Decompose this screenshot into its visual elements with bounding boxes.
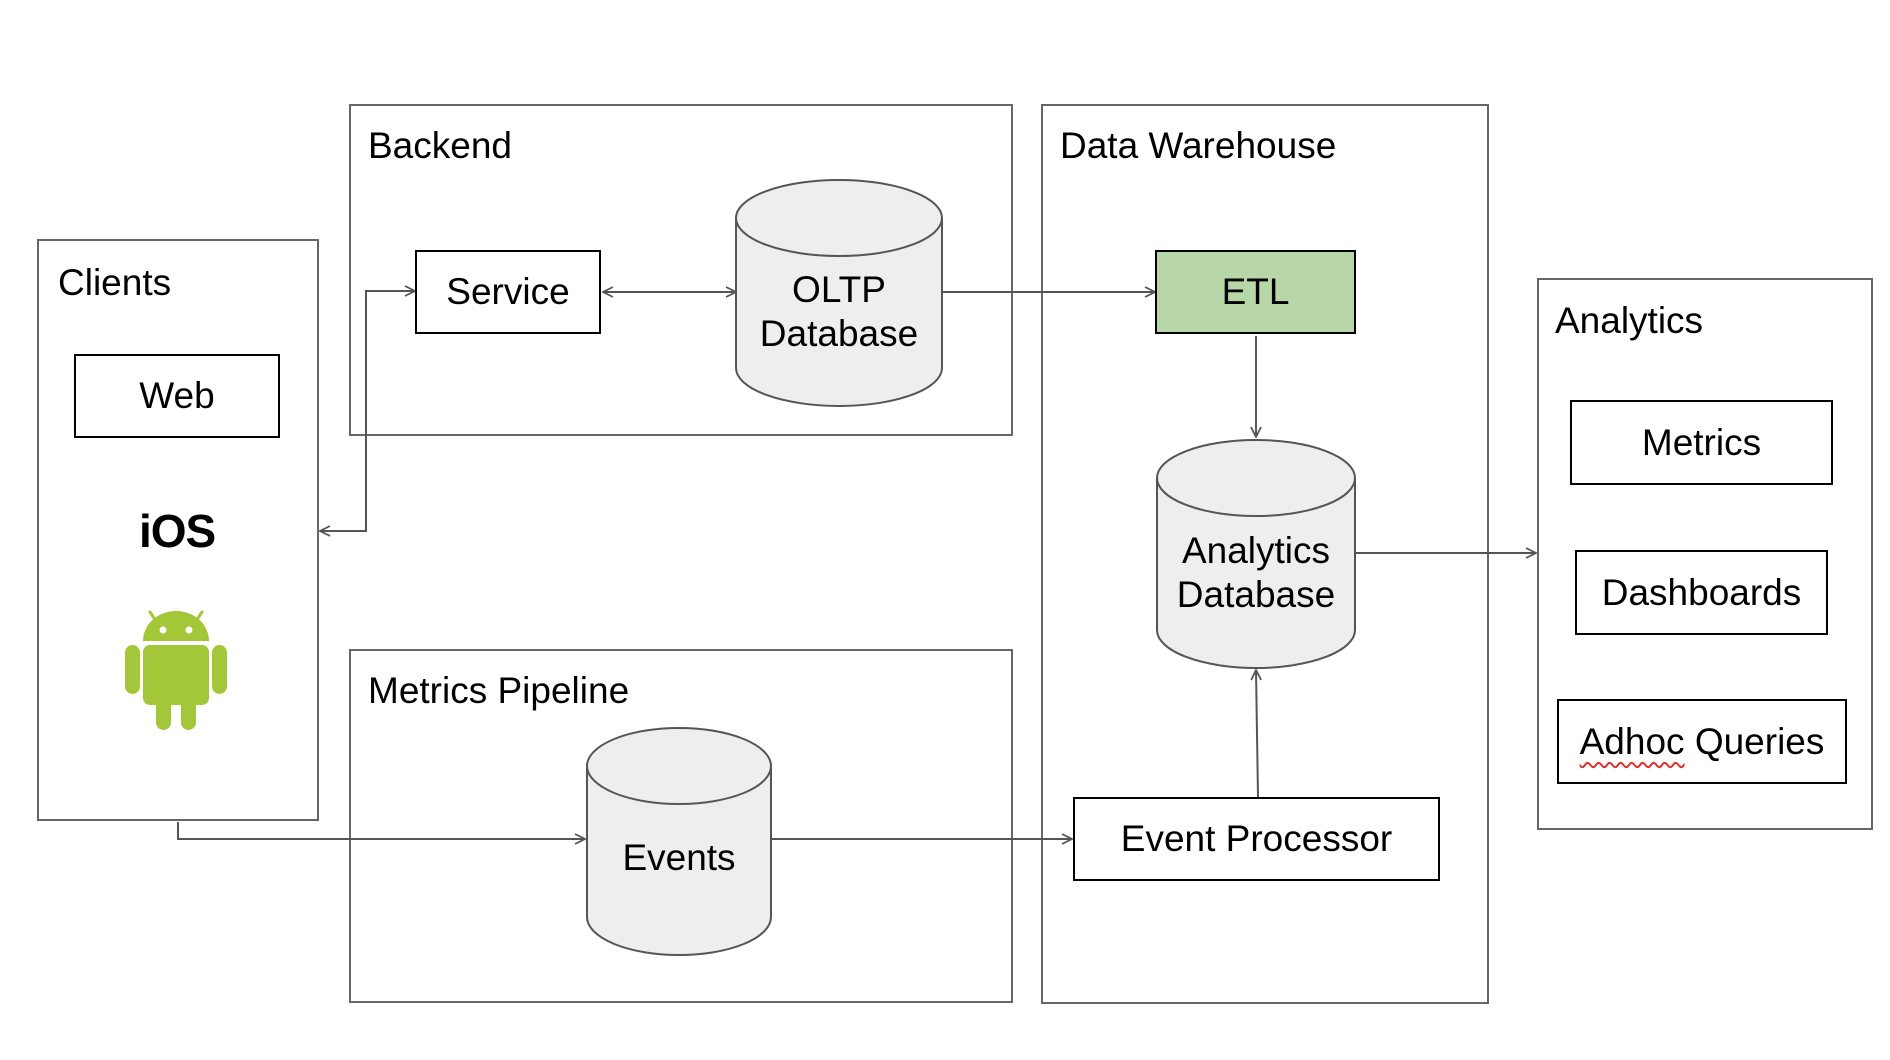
etl-label: ETL (1221, 271, 1290, 312)
analytics-db-label-line2: Database (1176, 574, 1336, 615)
queries-word: Queries (1694, 720, 1825, 762)
web-label: Web (139, 375, 215, 416)
dashboards-label: Dashboards (1601, 571, 1802, 613)
backend-group (349, 104, 1013, 436)
oltp-database-label: OLTP Database (739, 268, 939, 356)
oltp-database-cylinder (735, 179, 943, 407)
ios-label: iOS (139, 505, 216, 557)
analytics-group-title: Analytics (1555, 300, 1704, 341)
etl-box[interactable]: ETL (1155, 250, 1356, 334)
clients-group-title: Clients (58, 262, 172, 303)
web-box[interactable]: Web (74, 354, 280, 438)
analytics-database-label: Analytics Database (1157, 529, 1355, 617)
metrics-label: Metrics (1641, 421, 1762, 463)
dashboards-box[interactable]: Dashboards (1575, 550, 1828, 635)
adhoc-word: Adhoc (1579, 720, 1685, 762)
service-clients-arrow (320, 291, 415, 531)
clients-group (37, 239, 319, 821)
event-processor-box[interactable]: Event Processor (1073, 797, 1440, 881)
metrics-pipeline-group-title: Metrics Pipeline (368, 670, 630, 711)
data-warehouse-group-title: Data Warehouse (1060, 125, 1337, 166)
adhoc-queries-box[interactable]: Adhoc Queries (1557, 699, 1847, 784)
adhoc-queries-label: Adhoc Queries (1580, 721, 1825, 763)
events-cylinder (586, 727, 772, 956)
service-label: Service (446, 271, 570, 312)
events-label: Events (622, 837, 736, 878)
metrics-box[interactable]: Metrics (1570, 400, 1833, 485)
analytics-db-label-line1: Analytics (1181, 530, 1331, 571)
oltp-label-line1: OLTP (792, 269, 886, 310)
oltp-label-line2: Database (759, 313, 919, 354)
service-box[interactable]: Service (415, 250, 601, 334)
backend-group-title: Backend (368, 125, 512, 166)
android-icon (125, 610, 227, 730)
analytics-database-cylinder (1156, 439, 1356, 669)
event-processor-label: Event Processor (1120, 818, 1393, 859)
clients-events-arrow (177, 822, 585, 839)
analytics-group (1537, 278, 1873, 830)
metrics-pipeline-group (349, 649, 1013, 1003)
processor-analyticsdb-arrow (1256, 670, 1258, 798)
